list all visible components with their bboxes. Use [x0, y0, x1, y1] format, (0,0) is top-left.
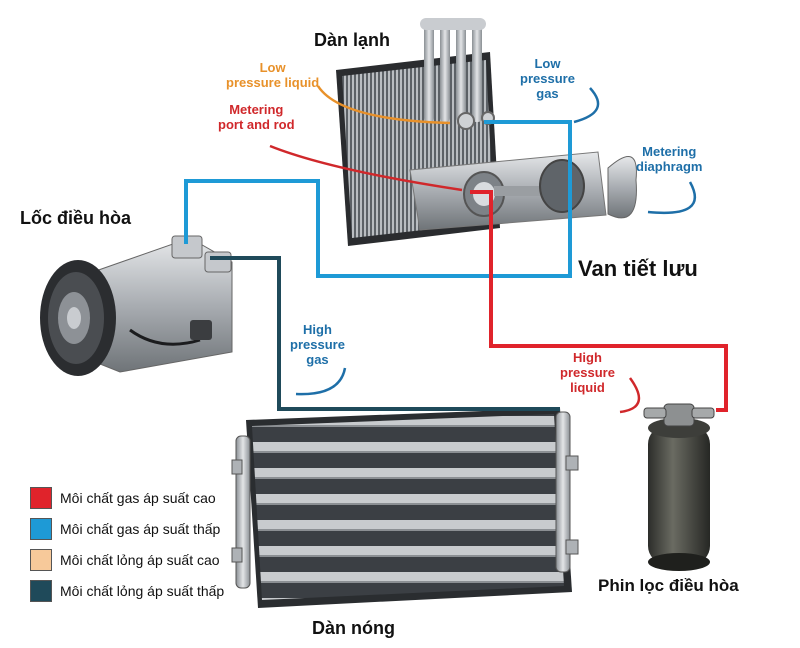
legend-swatch	[30, 580, 52, 602]
arrow-metering-diaphragm	[647, 181, 696, 215]
legend-item-low-gas: Môi chất gas áp suất thấp	[30, 517, 224, 541]
legend-item-low-liquid: Môi chất lỏng áp suất thấp	[30, 579, 224, 603]
legend: Môi chất gas áp suất cao Môi chất gas áp…	[30, 486, 224, 610]
low-gas-line	[184, 120, 572, 278]
legend-swatch	[30, 518, 52, 540]
legend-label: Môi chất gas áp suất thấp	[60, 521, 221, 537]
arrow-high-liquid	[619, 377, 641, 414]
filter-drier-graphic	[643, 403, 715, 571]
compressor-title: Lốc điều hòa	[20, 208, 132, 228]
arrow-metering-port	[269, 144, 463, 192]
high-liquid-line	[470, 190, 728, 412]
legend-item-high-gas: Môi chất gas áp suất cao	[30, 486, 224, 510]
expansion-valve-graphic	[409, 151, 637, 231]
label-metering-port: Metering port and rod	[218, 102, 295, 132]
arrow-high-gas	[295, 367, 347, 396]
legend-label: Môi chất lỏng áp suất cao	[60, 552, 220, 568]
legend-swatch	[30, 549, 52, 571]
label-low-pressure-gas: Low pressure gas	[520, 56, 575, 101]
arrow-low-gas	[573, 87, 600, 124]
evaporator-title: Dàn lạnh	[314, 30, 391, 50]
label-high-pressure-gas: High pressure gas	[290, 322, 345, 367]
label-high-pressure-liquid: High pressure liquid	[560, 350, 615, 395]
condenser-title: Dàn nóng	[312, 618, 395, 638]
legend-swatch	[30, 487, 52, 509]
legend-label: Môi chất gas áp suất cao	[60, 490, 216, 506]
legend-item-high-liquid: Môi chất lỏng áp suất cao	[30, 548, 224, 572]
condenser-graphic	[231, 408, 579, 608]
refrigerant-lines	[184, 120, 728, 412]
arrow-low-liquid	[316, 85, 451, 125]
expansion-valve-title: Van tiết lưu	[578, 256, 698, 281]
high-gas-line	[210, 256, 560, 411]
annotation-arrows	[269, 85, 696, 414]
label-metering-diaphragm: Metering diaphragm	[636, 144, 703, 174]
filter-drier-title: Phin lọc điều hòa	[598, 576, 739, 595]
legend-label: Môi chất lỏng áp suất thấp	[60, 583, 225, 599]
compressor-graphic	[40, 235, 233, 376]
label-low-pressure-liquid: Low pressure liquid	[226, 60, 320, 90]
